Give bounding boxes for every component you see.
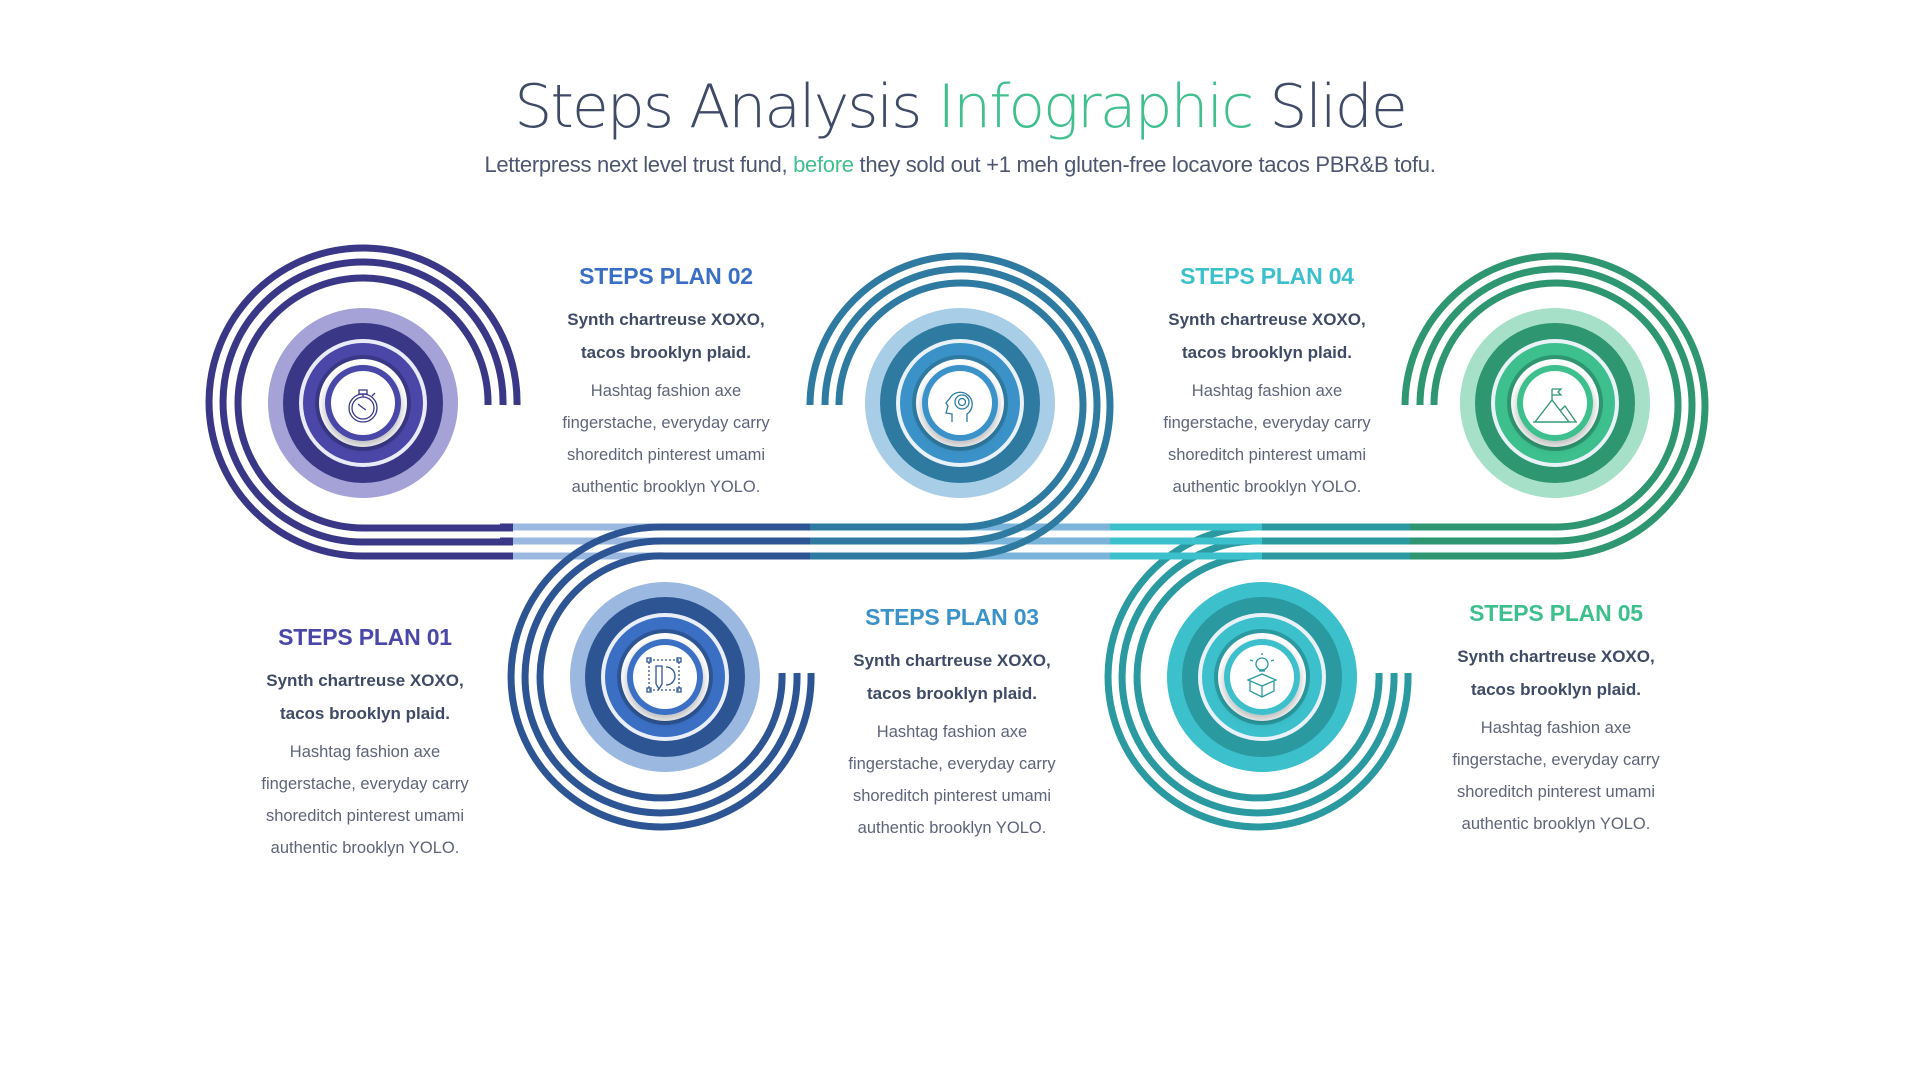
body-line: shoreditch pinterest umami <box>566 446 766 464</box>
step-02-lead: Synth chartreuse XOXO, tacos brooklyn pla… <box>546 303 786 369</box>
step-01-lead: Synth chartreuse XOXO, tacos brooklyn pla… <box>245 664 485 730</box>
step-05-lead: Synth chartreuse XOXO, tacos brooklyn pla… <box>1436 640 1676 706</box>
mountain-flag-icon <box>1533 388 1577 423</box>
body-line: authentic brooklyn YOLO. <box>1461 815 1651 833</box>
body-line: authentic brooklyn YOLO. <box>571 478 761 496</box>
body-line: fingerstache, everyday carry <box>1163 414 1371 432</box>
idea-box-icon <box>1246 653 1278 698</box>
step-03-body: Hashtag fashion axe fingerstache, everyda… <box>832 716 1072 844</box>
body-line: shoreditch pinterest umami <box>852 787 1052 805</box>
lead-line: tacos brooklyn plaid. <box>279 704 451 723</box>
body-line: shoreditch pinterest umami <box>1167 446 1367 464</box>
step-02-spiral <box>507 523 815 831</box>
body-line: Hashtag fashion axe <box>590 382 742 400</box>
lead-line: tacos brooklyn plaid. <box>1470 680 1642 699</box>
step-05-heading: STEPS PLAN 05 <box>1469 600 1643 626</box>
head-maze-icon <box>945 391 973 422</box>
lead-line: Synth chartreuse XOXO, <box>266 671 464 690</box>
step-04-text: STEPS PLAN 04 Synth chartreuse XOXO, taco… <box>1147 261 1387 503</box>
body-line: Hashtag fashion axe <box>1191 382 1343 400</box>
body-line: authentic brooklyn YOLO. <box>270 839 460 857</box>
step-03-text: STEPS PLAN 03 Synth chartreuse XOXO, taco… <box>832 602 1072 844</box>
step-01-body: Hashtag fashion axe fingerstache, everyda… <box>245 736 485 864</box>
step-05-spiral <box>1401 252 1709 560</box>
body-line: shoreditch pinterest umami <box>265 807 465 825</box>
lead-line: Synth chartreuse XOXO, <box>567 310 765 329</box>
connector-lines-top <box>500 523 1410 560</box>
body-line: Hashtag fashion axe <box>876 723 1028 741</box>
subtitle-text-end: they sold out +1 meh gluten-free locavor… <box>853 152 1436 177</box>
page-subtitle: Letterpress next level trust fund, befor… <box>0 152 1920 178</box>
step-03-lead: Synth chartreuse XOXO, tacos brooklyn pla… <box>832 644 1072 710</box>
subtitle-text: Letterpress next level trust fund, <box>484 152 794 177</box>
step-05-body: Hashtag fashion axe fingerstache, everyda… <box>1436 712 1676 840</box>
lead-line: Synth chartreuse XOXO, <box>1168 310 1366 329</box>
body-line: authentic brooklyn YOLO. <box>1172 478 1362 496</box>
step-05-text: STEPS PLAN 05 Synth chartreuse XOXO, taco… <box>1436 598 1676 840</box>
body-line: Hashtag fashion axe <box>289 743 441 761</box>
step-01-text: STEPS PLAN 01 Synth chartreuse XOXO, taco… <box>245 622 485 864</box>
body-line: fingerstache, everyday carry <box>562 414 770 432</box>
page-title: Steps Analysis Infographic Slide <box>0 62 1920 152</box>
step-04-body: Hashtag fashion axe fingerstache, everyda… <box>1147 375 1387 503</box>
lead-line: Synth chartreuse XOXO, <box>853 651 1051 670</box>
body-line: Hashtag fashion axe <box>1480 719 1632 737</box>
lead-line: tacos brooklyn plaid. <box>1181 343 1353 362</box>
step-03-heading: STEPS PLAN 03 <box>865 604 1039 630</box>
body-line: authentic brooklyn YOLO. <box>857 819 1047 837</box>
lead-line: tacos brooklyn plaid. <box>866 684 1038 703</box>
step-02-heading: STEPS PLAN 02 <box>579 263 753 289</box>
body-line: fingerstache, everyday carry <box>1452 751 1660 769</box>
title-text: Steps Analysis <box>514 72 938 142</box>
body-line: shoreditch pinterest umami <box>1456 783 1656 801</box>
lead-line: tacos brooklyn plaid. <box>580 343 752 362</box>
subtitle-accent: before <box>793 152 854 177</box>
step-03-spiral <box>806 252 1114 560</box>
step-02-text: STEPS PLAN 02 Synth chartreuse XOXO, taco… <box>546 261 786 503</box>
step-01-spiral <box>205 244 521 560</box>
body-line: fingerstache, everyday carry <box>261 775 469 793</box>
title-text-end: Slide <box>1252 72 1407 142</box>
lead-line: Synth chartreuse XOXO, <box>1457 647 1655 666</box>
stopwatch-icon <box>348 389 378 423</box>
step-02-body: Hashtag fashion axe fingerstache, everyda… <box>546 375 786 503</box>
step-04-heading: STEPS PLAN 04 <box>1180 263 1354 289</box>
title-accent: Infographic <box>937 72 1254 142</box>
step-01-heading: STEPS PLAN 01 <box>278 624 452 650</box>
step-04-lead: Synth chartreuse XOXO, tacos brooklyn pla… <box>1147 303 1387 369</box>
step-04-spiral <box>1104 523 1412 831</box>
design-pencil-gear-icon <box>646 657 682 693</box>
body-line: fingerstache, everyday carry <box>848 755 1056 773</box>
